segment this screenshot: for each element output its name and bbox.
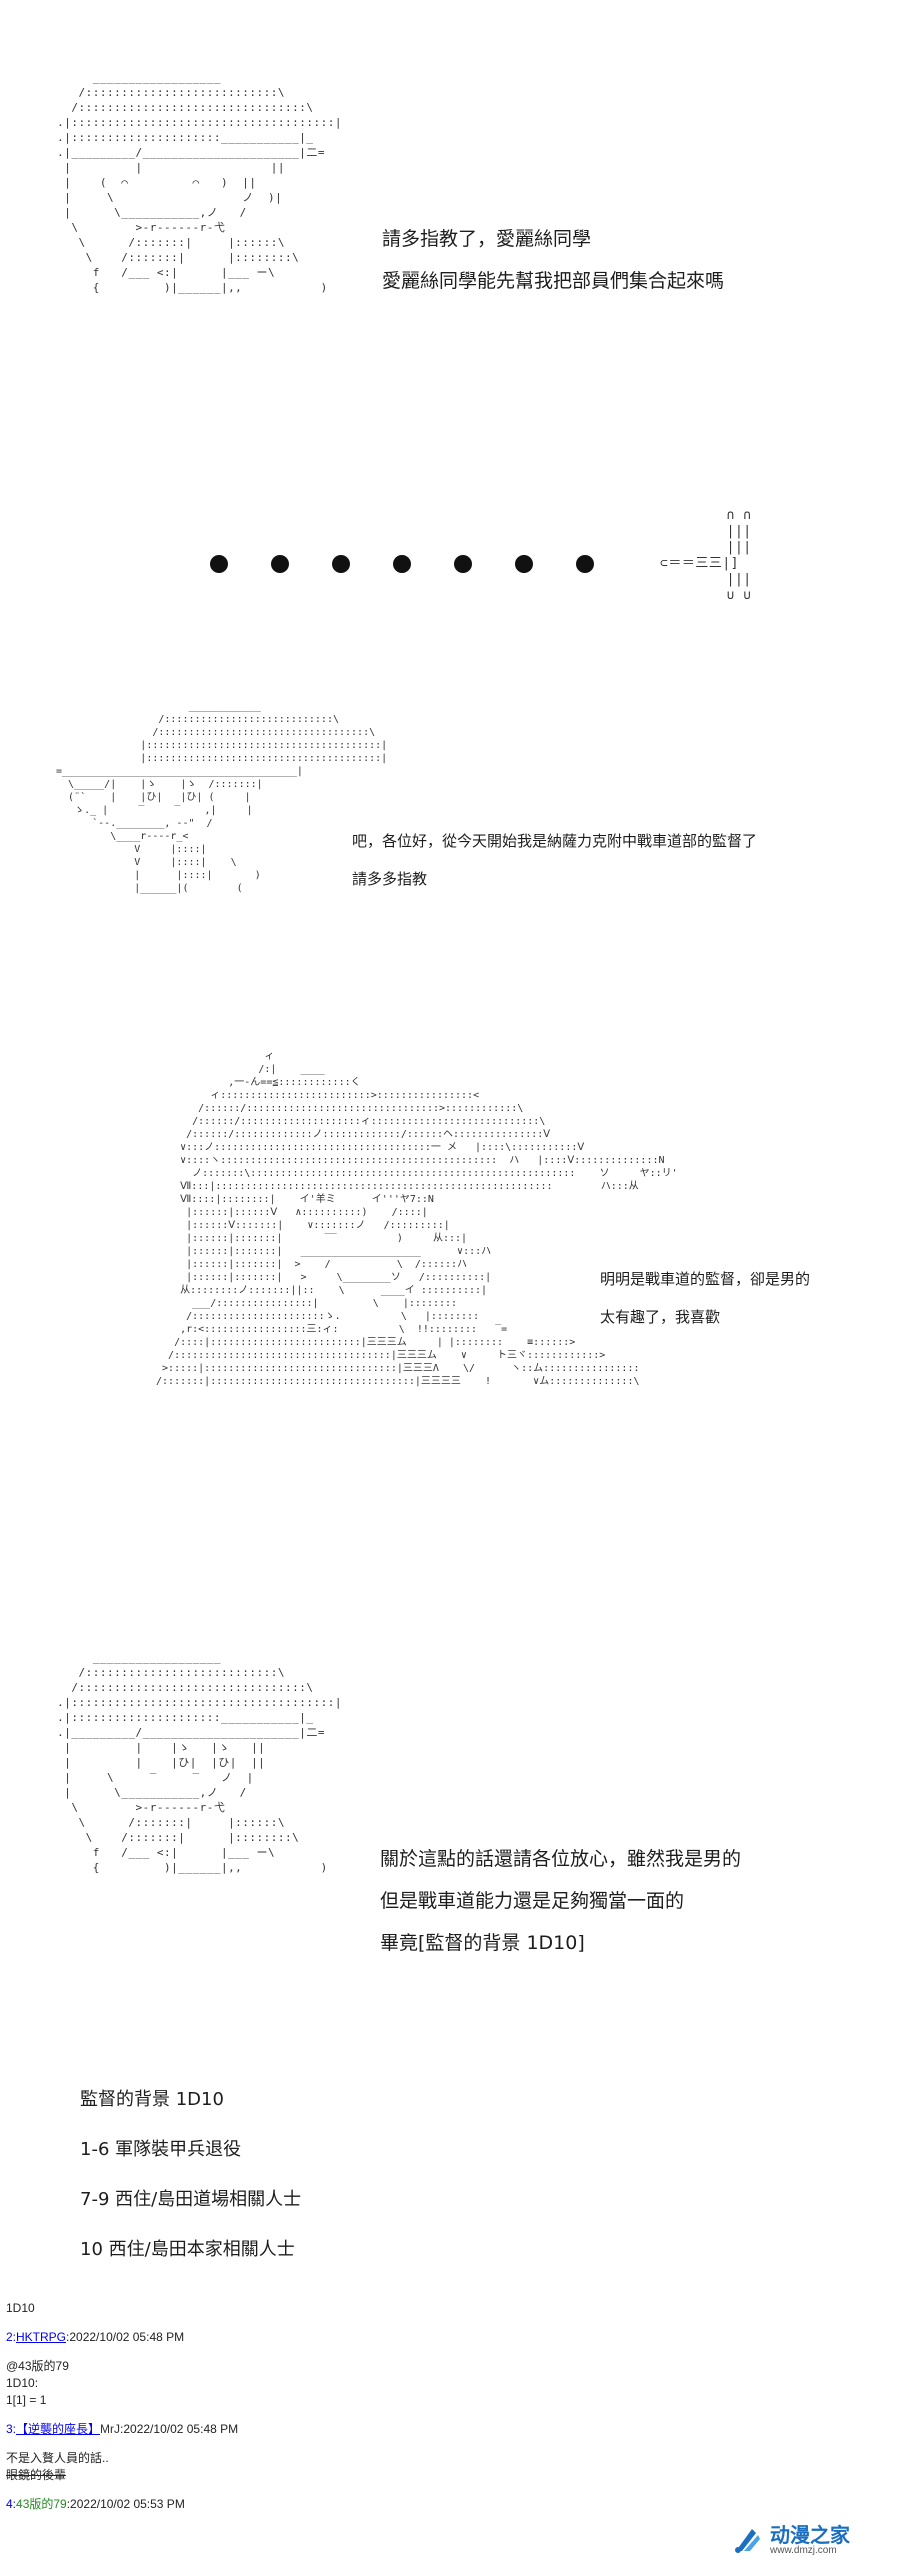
roll-table: 監督的背景 1D10 1-6 軍隊裝甲兵退役 7-9 西住/島田道場相關人士 1…	[80, 2075, 301, 2275]
post: 4:43版的79:2022/10/02 05:53 PM	[6, 2496, 886, 2513]
post-author-link[interactable]: HKTRPG	[16, 2330, 67, 2344]
dot	[515, 555, 533, 573]
ellipsis-dots	[210, 555, 594, 573]
dialog-line: 請多指教了，愛麗絲同學	[382, 228, 592, 250]
dot	[332, 555, 350, 573]
dialog-box: 明明是戰車道的監督，卻是男的 太有趣了，我喜歡	[600, 1260, 810, 1336]
dialog-line: 太有趣了，我喜歡	[600, 1308, 721, 1326]
post-number[interactable]: 3:	[6, 2422, 17, 2436]
roll-table-item: 7-9 西住/島田道場相關人士	[80, 2189, 302, 2210]
post: 2:HKTRPG:2022/10/02 05:48 PM @43版的79 1D1…	[6, 2329, 886, 2409]
dialog-line: 明明是戰車道的監督，卻是男的	[600, 1270, 811, 1288]
post-body-line: 不是入贅人員的話..	[6, 2451, 109, 2465]
post-date: :2022/10/02 05:53 PM	[66, 2497, 185, 2511]
dialog-line: 畢竟[監督的背景 1D10]	[380, 1932, 585, 1954]
post-body-line: 1[1] = 1	[6, 2393, 47, 2407]
dialog-box: 請多指教了，愛麗絲同學 愛麗絲同學能先幫我把部員們集合起來嗎	[382, 218, 724, 302]
ascii-art-tank: ∩ ∩ ||| ||| ⊂＝＝三三|] ||| ∪ ∪	[660, 508, 752, 603]
site-watermark: 动漫之家 www.dmzj.com	[730, 2515, 895, 2565]
post-author-link[interactable]: 【逆襲的座長】	[16, 2422, 101, 2436]
panel-1: __________________ /::::::::::::::::::::…	[0, 0, 900, 420]
ascii-art-character-cap: __________________ /::::::::::::::::::::…	[57, 1651, 343, 1874]
panel-2: ∩ ∩ ||| ||| ⊂＝＝三三|] ||| ∪ ∪	[0, 500, 900, 650]
dialog-line: 愛麗絲同學能先幫我把部員們集合起來嗎	[382, 270, 725, 292]
post-date: :2022/10/02 05:48 PM	[120, 2422, 239, 2436]
dot	[271, 555, 289, 573]
dialog-box: 關於這點的話還請各位放心，雖然我是男的 但是戰車道能力還是足夠獨當一面的 畢竟[…	[380, 1838, 741, 1964]
dialog-line: 但是戰車道能力還是足夠獨當一面的	[380, 1890, 685, 1912]
thread-header: 1D10	[6, 2301, 35, 2315]
ascii-art-character-cap: ____________ /::::::::::::::::::::::::::…	[56, 701, 388, 894]
ascii-art-character-cap: __________________ /::::::::::::::::::::…	[57, 71, 343, 294]
roll-table-title: 監督的背景 1D10	[80, 2089, 224, 2110]
watermark-url: www.dmzj.com	[770, 2544, 837, 2556]
post-number[interactable]: 4:	[6, 2497, 17, 2511]
post-number[interactable]: 2:	[6, 2330, 17, 2344]
dialog-box: 吧，各位好，從今天開始我是納薩力克附中戰車道部的監督了 請多多指教	[352, 822, 757, 898]
post-body-line: @43版的79	[6, 2359, 69, 2373]
dot	[576, 555, 594, 573]
dmzj-logo-icon	[735, 2529, 760, 2553]
post-body-line: 眼鏡的後輩	[6, 2468, 67, 2482]
post: 3:【逆襲的座長】MrJ:2022/10/02 05:48 PM 不是入贅人員的…	[6, 2421, 886, 2484]
watermark-text: 动漫之家	[770, 2522, 850, 2547]
post-author-name: 43版的79	[16, 2497, 67, 2511]
dialog-line: 關於這點的話還請各位放心，雖然我是男的	[380, 1848, 742, 1870]
dot	[454, 555, 472, 573]
post-date: :2022/10/02 05:48 PM	[66, 2330, 185, 2344]
post-trip: MrJ	[100, 2422, 121, 2436]
dialog-line: 請多多指教	[352, 870, 428, 888]
roll-table-item: 10 西住/島田本家相關人士	[80, 2239, 295, 2260]
dot	[393, 555, 411, 573]
ascii-art-character-girl: ィ /:| ____ ,一-ん==≦::::::::::::く ィ:::::::…	[156, 1051, 678, 1387]
panel-4: ィ /:| ____ ,一-ん==≦::::::::::::く ィ:::::::…	[0, 1050, 900, 1610]
forum-thread: 1D10 2:HKTRPG:2022/10/02 05:48 PM @43版的7…	[6, 2300, 886, 2513]
panel-5: __________________ /::::::::::::::::::::…	[0, 1640, 900, 2060]
dot	[210, 555, 228, 573]
roll-table-item: 1-6 軍隊裝甲兵退役	[80, 2139, 242, 2160]
dialog-line: 吧，各位好，從今天開始我是納薩力克附中戰車道部的監督了	[352, 832, 758, 850]
panel-3: ____________ /::::::::::::::::::::::::::…	[0, 700, 900, 1000]
post-body-line: 1D10:	[6, 2376, 39, 2390]
